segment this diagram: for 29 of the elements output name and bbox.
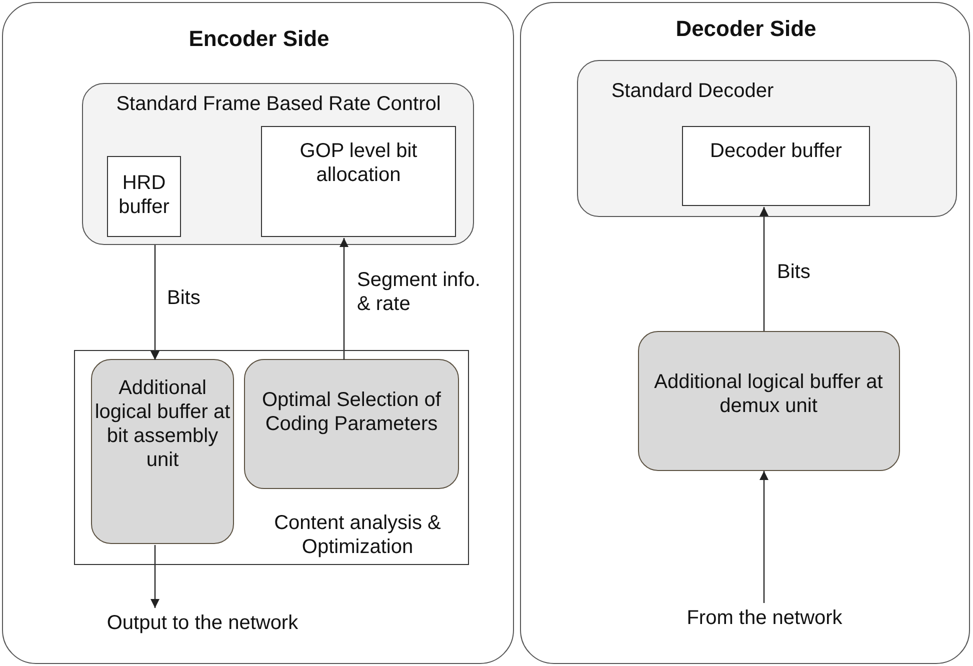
arrow [150, 245, 160, 360]
box-label: Optimal Selection of Coding Parameters [261, 388, 442, 436]
terminal-text: Output to the network [106, 610, 300, 634]
group-frame [74, 350, 468, 564]
box-label: Standard Frame Based Rate Control [115, 92, 442, 116]
process-box [107, 156, 181, 237]
process-box [682, 126, 870, 206]
panel-title: Encoder Side [188, 27, 330, 51]
arrow [150, 545, 160, 608]
box-label: Additional logical buffer at bit assembly unit [94, 376, 231, 472]
box-label: Content analysis & Optimization [273, 510, 442, 558]
box-label: GOP level bit allocation [298, 139, 418, 187]
process-box [638, 330, 900, 470]
arrow [760, 207, 768, 331]
arrow [760, 471, 768, 603]
box-label: HRD buffer [118, 171, 170, 219]
process-box [244, 359, 459, 489]
panel-background [520, 2, 970, 664]
box-label: Standard Decoder [610, 78, 775, 102]
box-label: Decoder buffer [709, 139, 843, 163]
group-box [576, 60, 956, 216]
arrow [340, 238, 348, 360]
process-box [91, 359, 234, 544]
panel-background [2, 2, 514, 664]
panel-title: Decoder Side [674, 17, 818, 41]
group-box [82, 82, 474, 244]
box-label: Additional logical buffer at demux unit [653, 370, 884, 418]
process-box [261, 126, 456, 237]
terminal-text: From the network [686, 606, 844, 630]
